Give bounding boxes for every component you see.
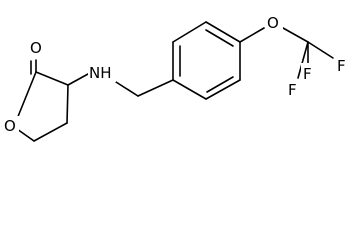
carbonyl-oxygen-label: O (30, 39, 42, 57)
bond-ether-oxygen-carbon (282, 27, 309, 43)
bond-carbon-fluorine-3 (297, 41, 309, 79)
structure-diagram: O O NH O F F F (3, 12, 350, 142)
bond-alpha-nitrogen (67, 73, 89, 86)
benzene-ring (172, 21, 241, 100)
bond-aryl-ether-oxygen (239, 27, 265, 43)
trifluoromethoxy-group (239, 27, 334, 79)
bond-ring-6 (172, 79, 207, 100)
bond-beta-gamma (33, 122, 68, 142)
ether-oxygen-label: O (267, 14, 279, 32)
lactone-ring (16, 59, 69, 142)
fluorine-2-label: F (337, 57, 346, 75)
bond-methylene-aryl (137, 79, 174, 97)
bond-ring-oxygen-carbonyl (16, 71, 37, 120)
amine-linker (67, 73, 174, 97)
bond-ring-2 (172, 21, 207, 43)
fluorine-3-label: F (288, 81, 297, 99)
fluorine-1-label: F (303, 65, 312, 83)
amine-label: NH (89, 64, 112, 82)
bond-carbonyl-alpha (35, 71, 69, 86)
atom-labels: O O NH O F F F (3, 12, 350, 136)
bond-ring-inner-2 (205, 29, 234, 47)
bond-ring-5 (205, 79, 241, 100)
molecule-drawing: O O NH O F F F (3, 12, 350, 142)
bond-ring-3 (205, 21, 241, 43)
bond-alpha-beta (66, 84, 69, 124)
bond-carbon-fluorine-2 (307, 41, 334, 59)
bond-gamma-ring-oxygen (16, 128, 35, 142)
bond-ring-inner-3 (206, 76, 234, 93)
ring-oxygen-label: O (4, 117, 16, 135)
bond-nitrogen-methylene (115, 81, 139, 97)
